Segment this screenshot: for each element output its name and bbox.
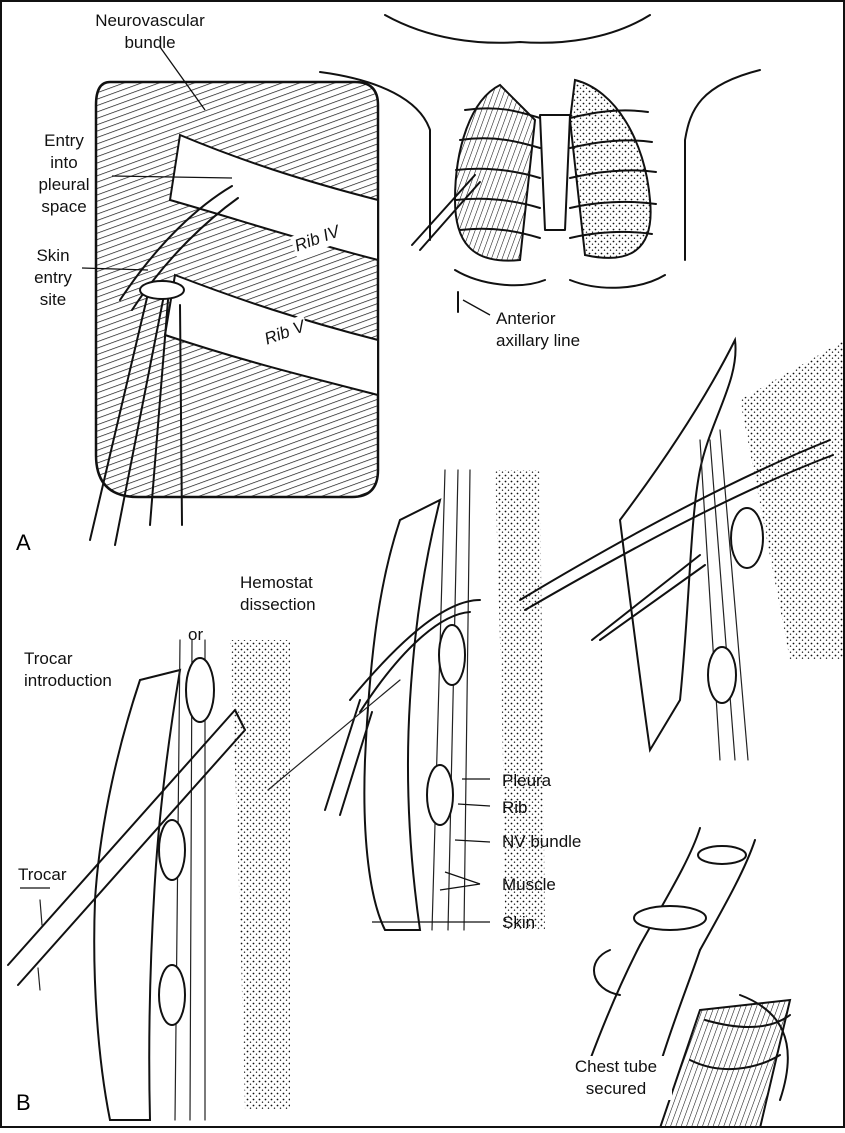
label-anterior-axillary-line: Anterior axillary line xyxy=(496,308,580,352)
label-trocar: Trocar xyxy=(18,864,67,886)
label-muscle: Muscle xyxy=(502,874,556,896)
label-or: or xyxy=(188,624,203,646)
label-entry-pleural-space: Entry into pleural space xyxy=(24,130,104,218)
label-trocar-introduction: Trocar introduction xyxy=(24,648,112,692)
inset-chest-wall xyxy=(90,82,378,545)
label-skin: Skin xyxy=(502,912,535,934)
label-rib: Rib xyxy=(502,797,528,819)
thorax-sketch xyxy=(320,15,760,312)
label-hemostat-dissection: Hemostat dissection xyxy=(240,572,316,616)
hemostat-column xyxy=(268,470,545,930)
label-neurovascular-bundle: Neurovascular bundle xyxy=(80,10,220,54)
panel-label-a: A xyxy=(16,530,31,556)
label-chest-tube-secured: Chest tube secured xyxy=(560,1056,672,1100)
label-pleura: Pleura xyxy=(502,770,551,792)
label-nv-bundle: NV bundle xyxy=(502,831,581,853)
panel-label-b: B xyxy=(16,1090,31,1116)
tube-placement-right xyxy=(520,340,845,760)
label-skin-entry-site: Skin entry site xyxy=(26,245,80,311)
